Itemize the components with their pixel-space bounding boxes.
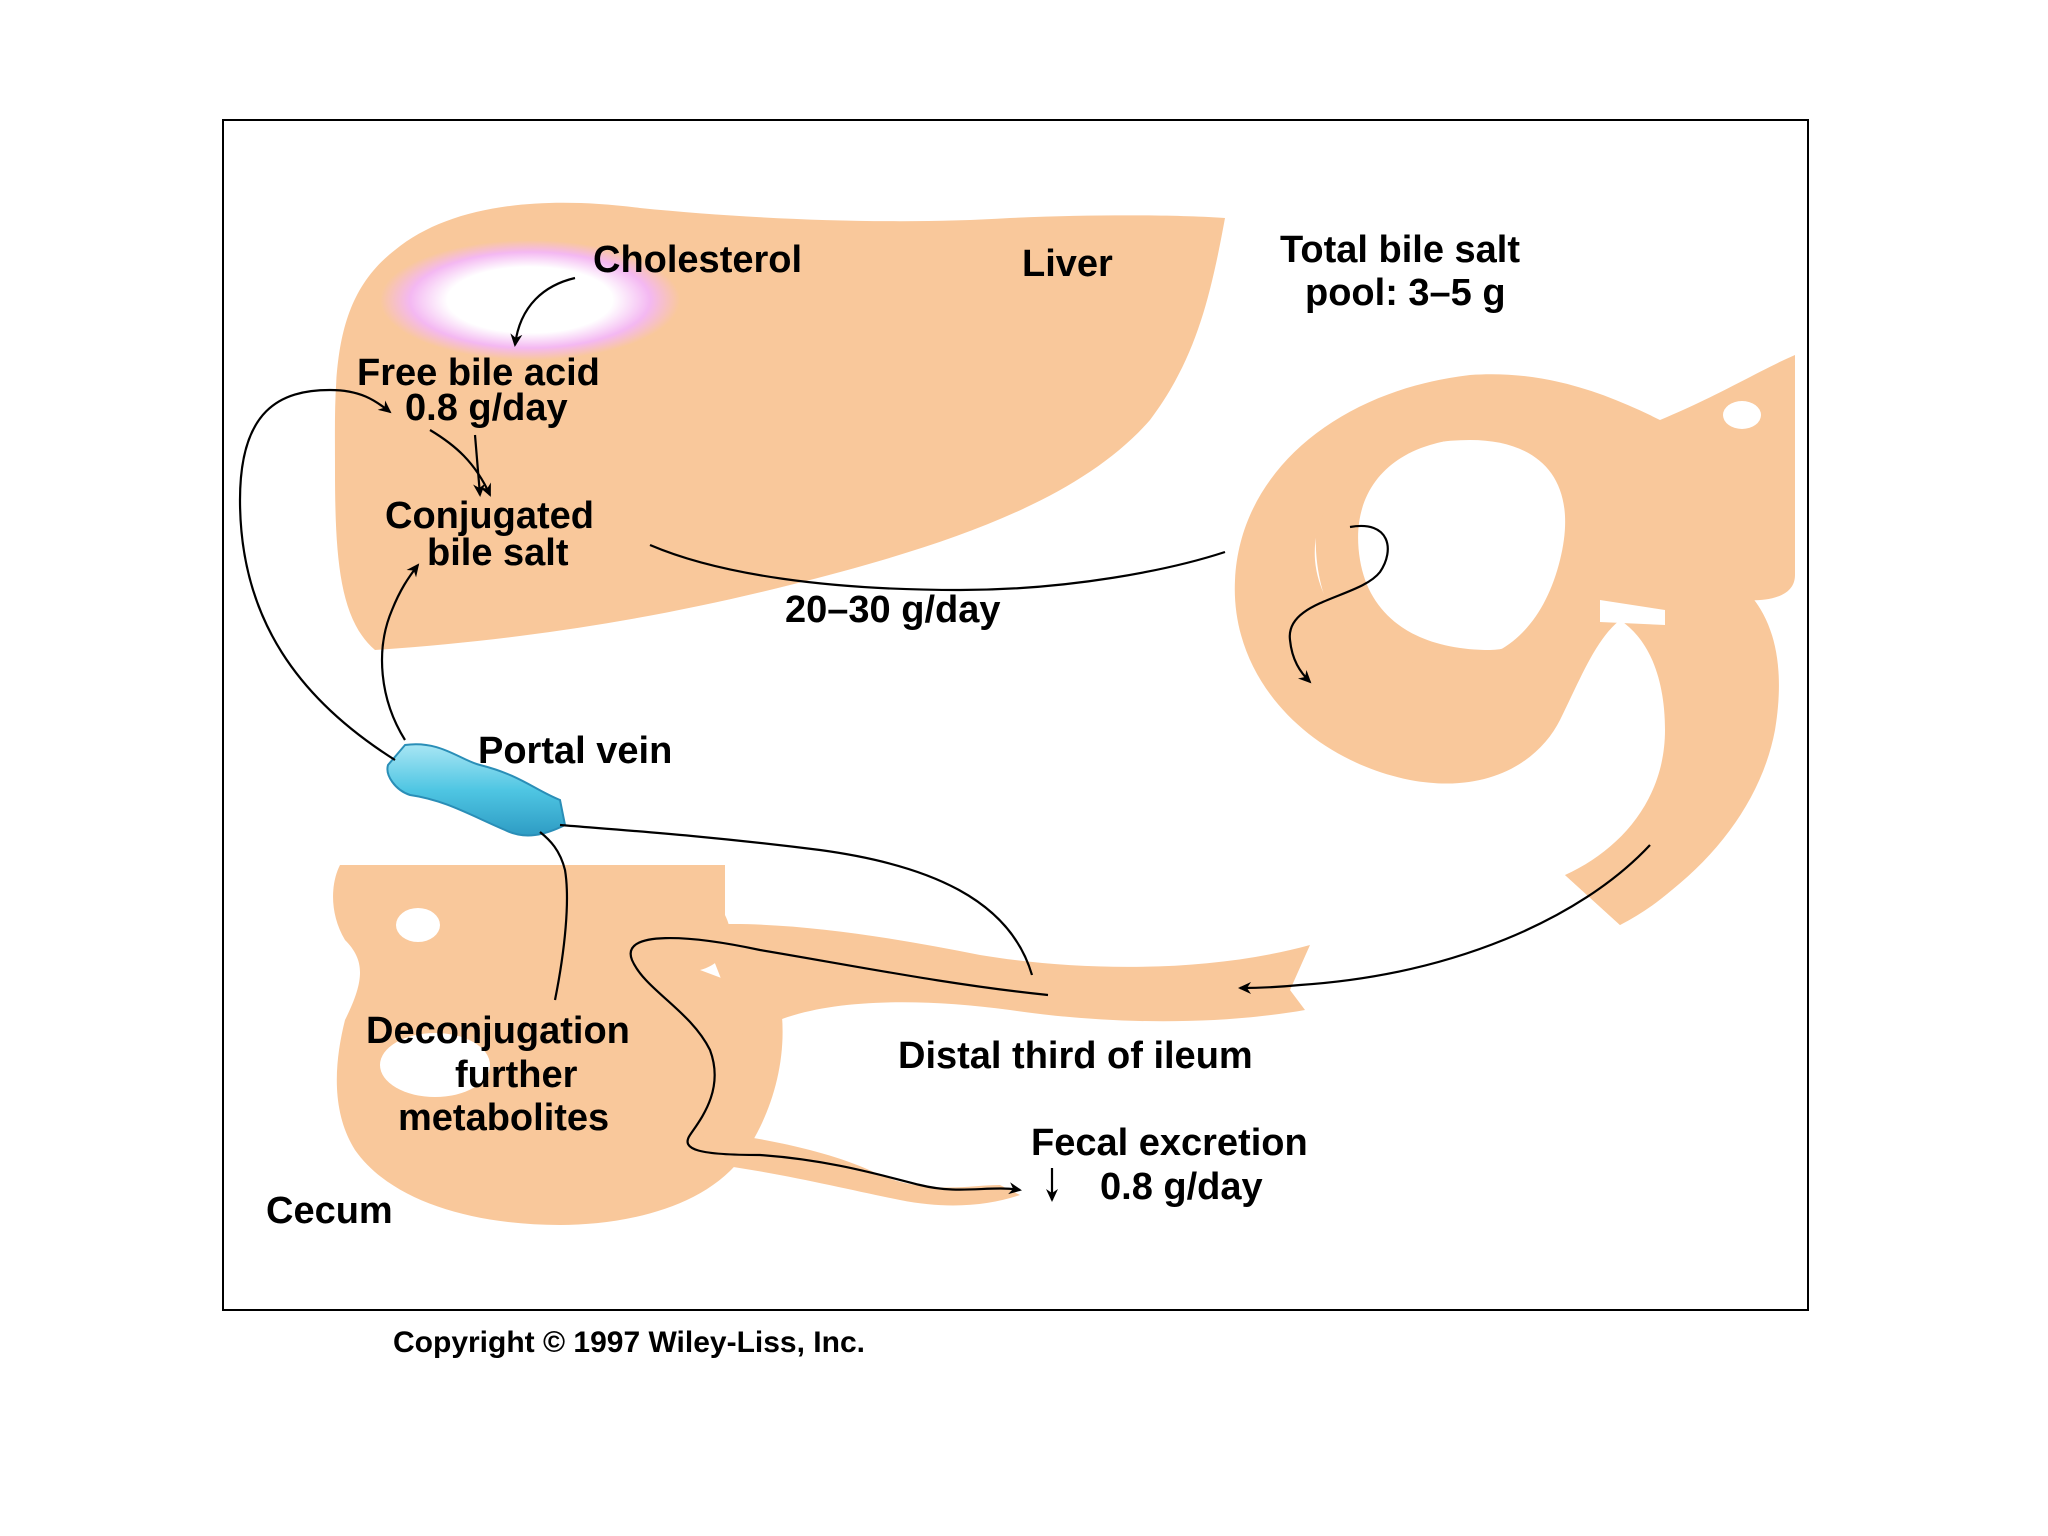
portal-vein [386,743,567,837]
arrow-return-to-free-acid [238,388,396,761]
cecum-highlight [380,1033,490,1097]
label-cecum: Cecum [266,1190,393,1232]
label-fecal-2: 0.8 g/day [1100,1166,1263,1208]
label-total-pool-1: Total bile salt [1280,229,1520,271]
label-portal-vein: Portal vein [478,730,672,772]
arrow-free-acid-to-conjugated [429,429,492,497]
label-deconj-1: Deconjugation [366,1010,630,1052]
label-free-bile-acid-2: 0.8 g/day [405,387,568,429]
cecum-spot [396,908,440,942]
arrow-inside-duodenum [1288,524,1389,684]
arrow-conjugated-to-duodenum [649,543,1226,592]
arrow-ileum-to-fecal [629,937,1049,1195]
label-conjugated-1: Conjugated [385,495,594,537]
rectum-tail [700,1130,1020,1206]
duodenum-spot [1723,401,1761,429]
cecum-shape [333,865,783,1225]
arrow-duodenum-to-ileum [1238,844,1651,994]
label-total-pool-2: pool: 3–5 g [1305,272,1506,314]
label-deconj-2: further [455,1054,578,1096]
label-deconj-3: metabolites [398,1097,609,1139]
copyright-notice: Copyright © 1997 Wiley-Liss, Inc. [393,1326,865,1359]
arrow-cecum-to-portal [539,831,569,1001]
label-conjugated-2: bile salt [427,532,569,574]
ileum-shape [700,924,1310,1040]
label-free-bile-acid-1: Free bile acid [357,352,600,394]
label-liver: Liver [1022,243,1113,285]
arrow-ileum-to-portal [559,823,1034,976]
arrow-cholesterol-to-free-acid [510,276,576,347]
label-distal-ileum: Distal third of ileum [898,1035,1253,1077]
arrow-portal-to-conjugated [380,563,420,741]
label-flow-rate: 20–30 g/day [785,589,1000,631]
duodenum-band [1234,355,1795,925]
cholesterol-deposit [380,240,680,360]
label-fecal-1: Fecal excretion [1031,1122,1308,1164]
duodenum-notch [1600,600,1665,625]
arrow-free-acid-to-conjugated-2 [473,434,486,497]
label-cholesterol: Cholesterol [593,239,802,281]
